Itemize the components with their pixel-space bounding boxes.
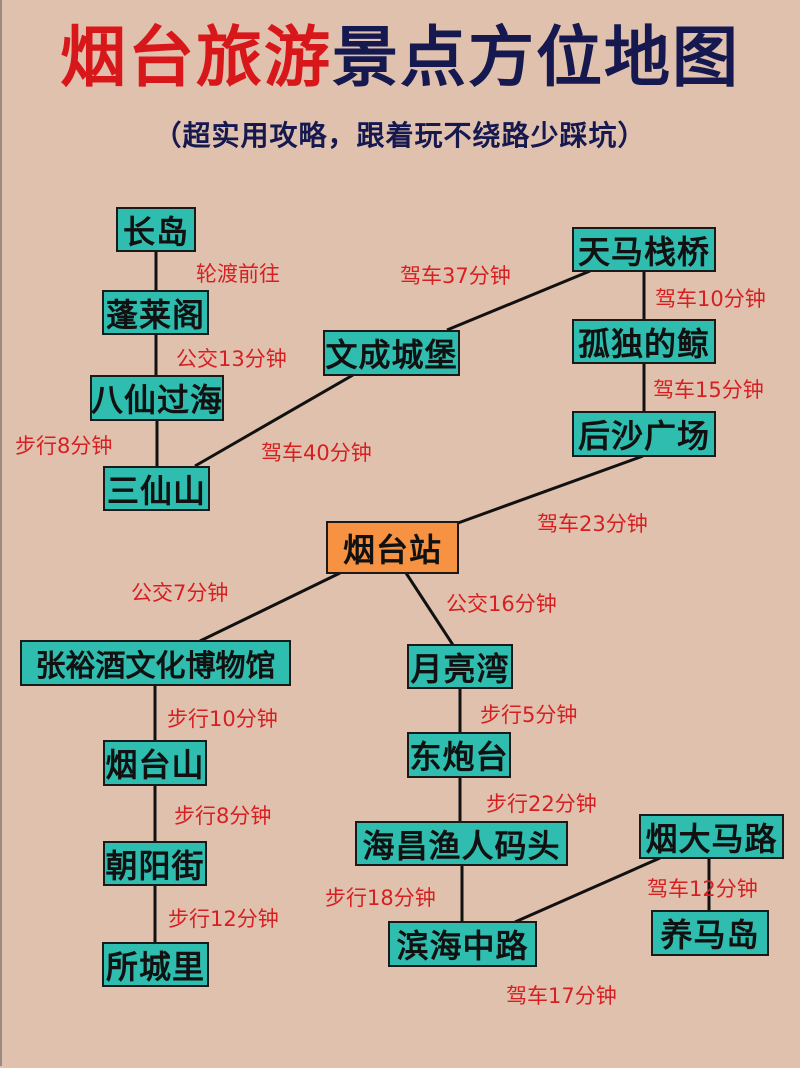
node-chaoyangjie: 朝阳街 [103, 841, 207, 886]
route-label: 轮渡前往 [196, 262, 280, 286]
route-label: 驾车23分钟 [537, 512, 648, 536]
node-zhangyujiu: 张裕酒文化博物馆 [20, 640, 291, 686]
title-navy-part: 景点方位地图 [332, 19, 740, 96]
route-label: 步行5分钟 [480, 703, 578, 727]
route-label: 公交13分钟 [176, 347, 287, 371]
node-tianmazhanqiao: 天马栈桥 [572, 227, 716, 272]
node-yangmadao: 养马岛 [651, 910, 769, 956]
line-station-yueliang [404, 572, 455, 646]
line-station-zhangyu [199, 571, 341, 643]
route-label: 步行12分钟 [168, 907, 279, 931]
node-yueliangwan: 月亮湾 [407, 644, 513, 689]
node-yantaishan: 烟台山 [103, 740, 207, 786]
node-houshaguangchang: 后沙广场 [572, 411, 716, 457]
node-sanxianshan: 三仙山 [103, 466, 210, 511]
route-label: 步行8分钟 [174, 804, 272, 828]
route-label: 步行22分钟 [486, 792, 597, 816]
route-label: 步行10分钟 [167, 707, 278, 731]
node-yandamalu: 烟大马路 [639, 814, 784, 859]
title-red-part: 烟台旅游 [60, 19, 332, 96]
node-baxianguohai: 八仙过海 [90, 375, 224, 421]
route-label: 驾车37分钟 [400, 264, 511, 288]
route-label: 驾车17分钟 [506, 984, 617, 1008]
page-subtitle: （超实用攻略，跟着玩不绕路少踩坑） [153, 119, 647, 152]
route-label: 驾车15分钟 [653, 378, 764, 402]
line-housha-station [457, 454, 644, 525]
line-sanxian-wencheng [194, 373, 354, 468]
node-binhaizhonglu: 滨海中路 [388, 921, 537, 967]
line-wencheng-tianma [446, 269, 591, 332]
route-label: 驾车40分钟 [261, 441, 372, 465]
node-suochengli: 所城里 [102, 942, 209, 987]
route-label: 公交16分钟 [446, 592, 557, 616]
node-wenchengchengbao: 文成城堡 [323, 330, 460, 376]
node-guduhedejing: 孤独的鲸 [572, 319, 716, 364]
route-label: 公交7分钟 [131, 581, 229, 605]
route-label: 驾车10分钟 [655, 287, 766, 311]
node-penglaige: 蓬莱阁 [102, 290, 209, 335]
node-dongpaotai: 东炮台 [407, 732, 511, 778]
line-binhai-yanda [514, 856, 661, 924]
route-label: 步行18分钟 [325, 886, 436, 910]
node-yantaizhan: 烟台站 [326, 521, 459, 574]
route-label: 驾车12分钟 [647, 877, 758, 901]
node-haichangyuren: 海昌渔人码头 [355, 821, 568, 866]
page-title: 烟台旅游景点方位地图 [0, 18, 800, 98]
node-changdao: 长岛 [116, 207, 196, 252]
route-label: 步行8分钟 [15, 434, 113, 458]
